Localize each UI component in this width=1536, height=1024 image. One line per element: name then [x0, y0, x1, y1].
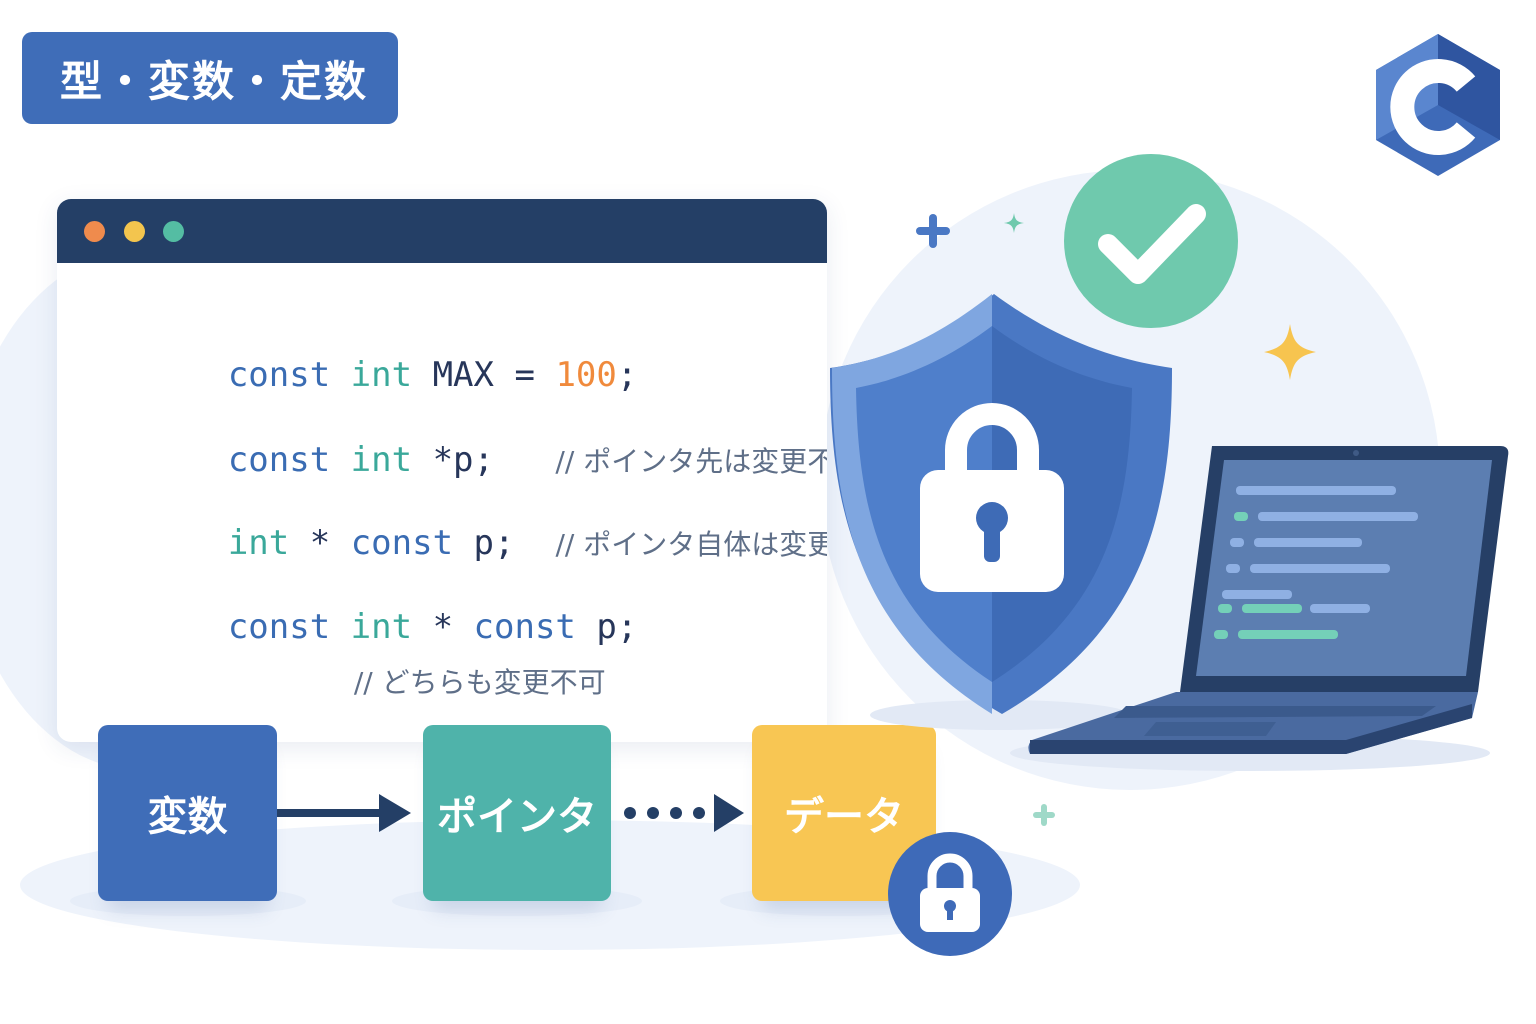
page-title: 型・変数・定数	[22, 32, 398, 124]
type: int	[350, 440, 413, 480]
minimize-dot-icon	[124, 221, 145, 242]
keyword: const	[350, 523, 454, 563]
identifier: p;	[596, 607, 638, 647]
type: int	[350, 607, 413, 647]
code-line-2: const int *p; // ポインタ先は変更不可	[105, 400, 827, 520]
keyword: const	[473, 607, 576, 647]
code-window: const int MAX = 100; const int *p; // ポイ…	[57, 199, 827, 742]
dotted-arrow-icon	[624, 794, 744, 832]
code-comment: // どちらも変更不可	[353, 666, 606, 699]
laptop-icon	[1028, 446, 1509, 754]
c-language-logo-icon	[1376, 34, 1500, 176]
code-line-4: const int * const p;	[105, 567, 638, 687]
maximize-dot-icon	[163, 221, 184, 242]
window-title-bar	[57, 199, 827, 263]
type: int	[227, 523, 290, 563]
checkmark-icon	[1064, 154, 1238, 328]
code-editor: const int MAX = 100; const int *p; // ポイ…	[105, 199, 827, 742]
pointer-box: ポインタ	[423, 725, 611, 901]
plus-icon	[916, 214, 950, 248]
plus-icon	[1033, 804, 1055, 826]
padlock-icon	[888, 832, 1012, 956]
code-line-1: const int MAX = 100;	[105, 315, 638, 435]
sparkle-icon	[1264, 324, 1316, 380]
variable-box: 変数	[98, 725, 277, 901]
operator: =	[514, 355, 535, 395]
keyword: const	[227, 607, 331, 647]
code-line-5: // どちらも変更不可	[231, 621, 606, 741]
identifier: MAX	[432, 355, 494, 395]
identifier: p;	[473, 523, 515, 563]
sparkle-icon	[1004, 213, 1024, 233]
number-literal: 100	[555, 355, 617, 395]
code-comment: // ポインタ自体は変更不可	[555, 528, 827, 561]
keyword: const	[227, 355, 331, 395]
keyword: const	[227, 440, 331, 480]
close-dot-icon	[84, 221, 105, 242]
code-line-3: int * const p; // ポインタ自体は変更不可	[105, 483, 827, 603]
identifier: *p;	[432, 440, 494, 480]
operator: *	[309, 523, 331, 563]
operator: *	[432, 607, 454, 647]
type: int	[350, 355, 413, 395]
semicolon: ;	[616, 355, 638, 395]
solid-arrow-icon	[277, 794, 411, 832]
shield-icon	[830, 294, 1172, 714]
code-comment: // ポインタ先は変更不可	[555, 445, 827, 478]
